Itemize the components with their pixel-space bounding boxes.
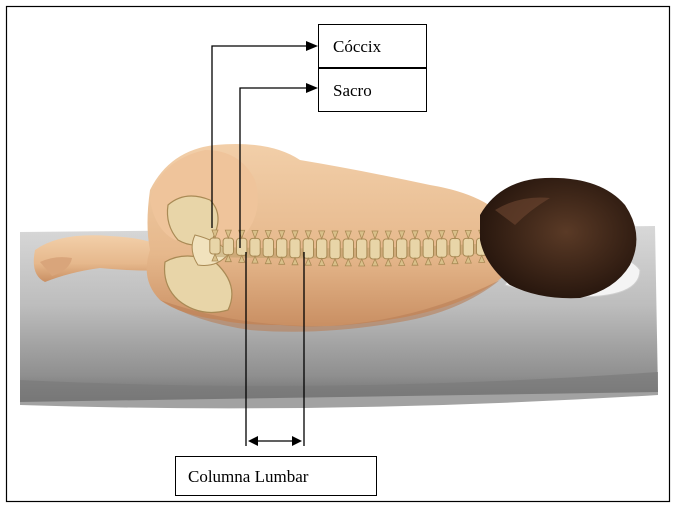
lumbar-arrowhead-left [248, 436, 258, 446]
vertebra [357, 239, 367, 259]
vertebra [317, 239, 327, 259]
vertebra [343, 239, 353, 259]
vertebra [463, 238, 473, 256]
vertebra [277, 239, 287, 258]
coccix-label-box: Cóccix [318, 24, 427, 68]
vertebra [290, 239, 300, 258]
vertebra [330, 239, 340, 259]
vertebra [370, 239, 380, 259]
lumbar-arrowhead-right [292, 436, 302, 446]
columna-lumbar-label: Columna Lumbar [188, 468, 308, 485]
coccix-arrowhead [306, 41, 318, 51]
columna-lumbar-label-box: Columna Lumbar [175, 456, 377, 496]
vertebra [397, 239, 407, 259]
vertebra [410, 239, 420, 258]
sacro-label: Sacro [333, 82, 372, 99]
vertebra [263, 239, 273, 257]
vertebra [450, 239, 460, 257]
vertebra [383, 239, 393, 259]
sacro-arrowhead [306, 83, 318, 93]
vertebra [223, 238, 233, 255]
vertebra [303, 239, 313, 258]
vertebra [423, 239, 433, 258]
coccix-label: Cóccix [333, 38, 381, 55]
vertebra [250, 238, 260, 256]
vertebra [437, 239, 447, 258]
vertebra [210, 238, 220, 254]
sacro-label-box: Sacro [318, 68, 427, 112]
vertebra [237, 238, 247, 255]
